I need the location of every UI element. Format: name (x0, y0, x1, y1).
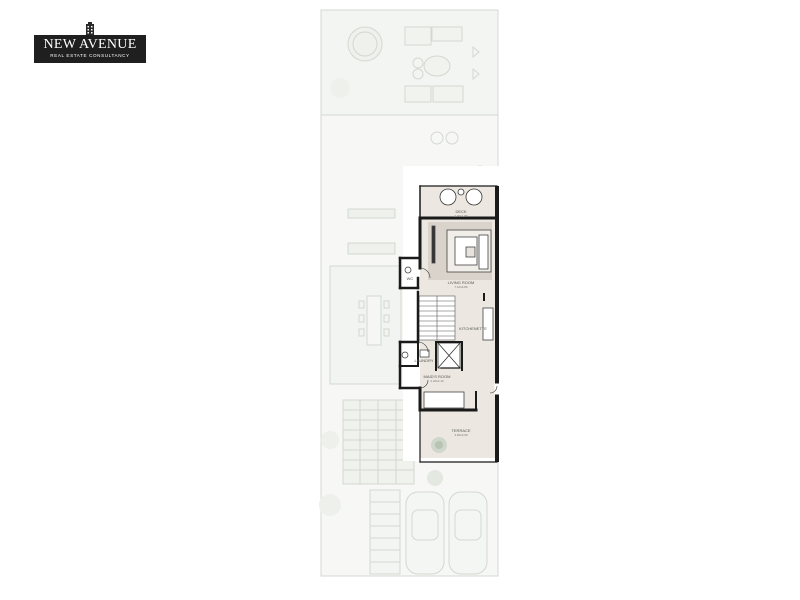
building-icon (86, 22, 94, 38)
living-room-furniture (431, 225, 492, 273)
living-room-area: 7.10x6.80 (454, 285, 468, 289)
maids-room-label: MAID'S ROOM (424, 374, 451, 379)
kitchenette-counter (482, 307, 494, 341)
wc-fixtures (401, 266, 430, 359)
terrace-area: 3.90x3.60 (454, 433, 468, 437)
deck-area: 2.90x1.80 (454, 214, 468, 218)
deck-label: DECK (455, 209, 466, 214)
maids-room-furniture (423, 391, 465, 409)
company-logo: NEW AVENUE REAL ESTATE CONSULTANCY (34, 22, 146, 63)
maids-room-area: 2.40x2.10 (430, 379, 444, 383)
room-labels: DECK 2.90x1.80 LIVING ROOM 7.10x6.80 KIT… (407, 209, 488, 437)
logo-title: NEW AVENUE (43, 37, 137, 52)
door-swings (417, 267, 498, 394)
lift-shaft (437, 342, 461, 369)
terrace-plant (431, 437, 447, 453)
deck-furniture (439, 188, 483, 206)
staircase (418, 295, 456, 341)
logo-subtitle: REAL ESTATE CONSULTANCY (50, 53, 130, 58)
laundry-label: LAUNDRY (414, 358, 433, 363)
wc-label: WC (407, 276, 414, 281)
walls (398, 185, 500, 463)
living-room-label: LIVING ROOM (448, 280, 475, 285)
terrace-label: TERRACE (451, 428, 470, 433)
logo-banner: NEW AVENUE REAL ESTATE CONSULTANCY (34, 35, 146, 63)
kitchenette-label: KITCHENETTE (459, 326, 487, 331)
